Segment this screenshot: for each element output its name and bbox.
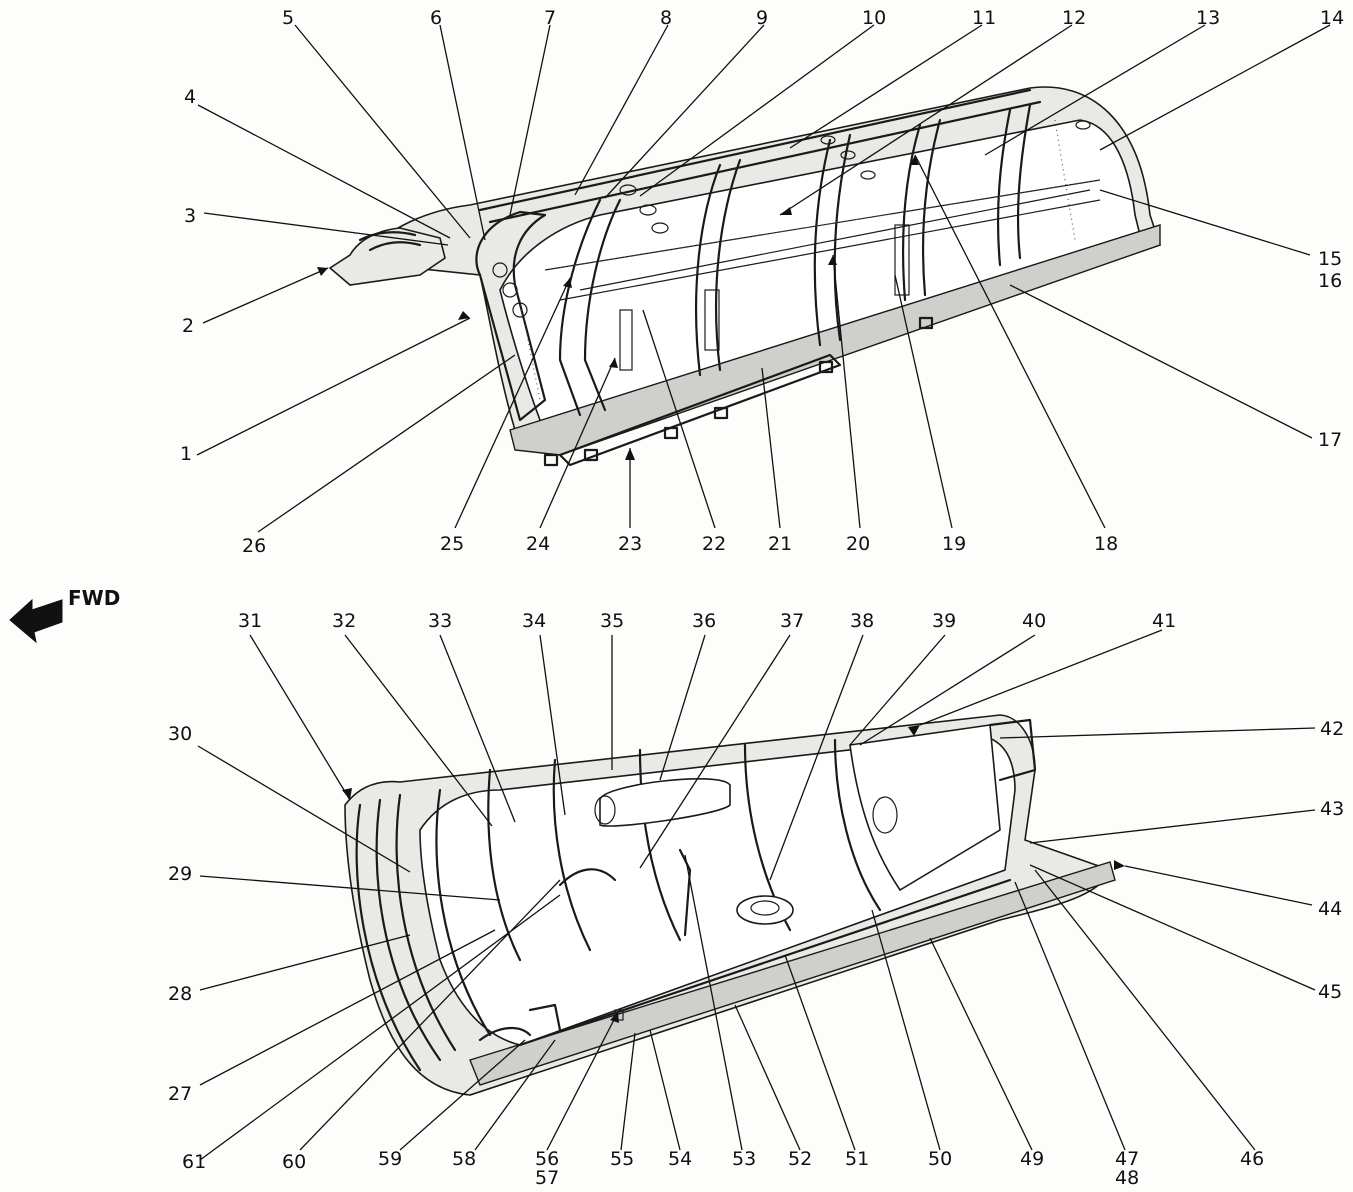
callout-47: 47 [1115, 1148, 1139, 1170]
callout-6: 6 [430, 7, 442, 29]
upper-assembly-drawing [328, 86, 1162, 467]
fwd-label: FWD [68, 586, 120, 610]
callout-15: 15 [1318, 248, 1342, 270]
callout-53: 53 [732, 1148, 756, 1170]
callout-57: 57 [535, 1167, 559, 1189]
callout-12: 12 [1062, 7, 1086, 29]
callout-44: 44 [1318, 898, 1342, 920]
callout-19: 19 [942, 533, 966, 555]
callout-14: 14 [1320, 7, 1344, 29]
callout-43: 43 [1320, 798, 1344, 820]
callout-60: 60 [282, 1151, 306, 1173]
callout-24: 24 [526, 533, 550, 555]
callout-30: 30 [168, 723, 192, 745]
callout-8: 8 [660, 7, 672, 29]
callout-1: 1 [180, 443, 192, 465]
callout-10: 10 [862, 7, 886, 29]
callout-51: 51 [845, 1148, 869, 1170]
callout-21: 21 [768, 533, 792, 555]
callout-35: 35 [600, 610, 624, 632]
callout-36: 36 [692, 610, 716, 632]
callout-29: 29 [168, 863, 192, 885]
callout-45: 45 [1318, 981, 1342, 1003]
callout-22: 22 [702, 533, 726, 555]
callout-42: 42 [1320, 718, 1344, 740]
callout-20: 20 [846, 533, 870, 555]
callout-28: 28 [168, 983, 192, 1005]
callout-56: 56 [535, 1148, 559, 1170]
callout-52: 52 [788, 1148, 812, 1170]
callout-13: 13 [1196, 7, 1220, 29]
callout-26: 26 [242, 535, 266, 557]
callout-54: 54 [668, 1148, 692, 1170]
callout-38: 38 [850, 610, 874, 632]
callout-31: 31 [238, 610, 262, 632]
callout-4: 4 [184, 86, 196, 108]
lower-assembly-drawing [344, 714, 1116, 1096]
callout-33: 33 [428, 610, 452, 632]
callout-17: 17 [1318, 429, 1342, 451]
lower-callouts: 27 28 29 30 31 32 33 34 35 36 37 38 39 4… [168, 610, 1344, 1189]
callout-11: 11 [972, 7, 996, 29]
callout-16: 16 [1318, 270, 1342, 292]
callout-55: 55 [610, 1148, 634, 1170]
callout-9: 9 [756, 7, 768, 29]
callout-41: 41 [1152, 610, 1176, 632]
callout-23: 23 [618, 533, 642, 555]
callout-27: 27 [168, 1083, 192, 1105]
callout-7: 7 [544, 7, 556, 29]
callout-34: 34 [522, 610, 546, 632]
callout-50: 50 [928, 1148, 952, 1170]
callout-25: 25 [440, 533, 464, 555]
callout-39: 39 [932, 610, 956, 632]
callout-58: 58 [452, 1148, 476, 1170]
callout-46: 46 [1240, 1148, 1264, 1170]
callout-5: 5 [282, 7, 294, 29]
callout-40: 40 [1022, 610, 1046, 632]
callout-59: 59 [378, 1148, 402, 1170]
callout-2: 2 [182, 315, 194, 337]
callout-37: 37 [780, 610, 804, 632]
callout-3: 3 [184, 205, 196, 227]
callout-32: 32 [332, 610, 356, 632]
forward-arrow-icon [9, 598, 63, 644]
callout-49: 49 [1020, 1148, 1044, 1170]
callout-18: 18 [1094, 533, 1118, 555]
callout-48: 48 [1115, 1167, 1139, 1189]
callout-61: 61 [182, 1151, 206, 1173]
upper-callouts: 1 2 3 4 5 6 7 8 9 10 11 12 13 14 15 16 1… [180, 7, 1344, 557]
